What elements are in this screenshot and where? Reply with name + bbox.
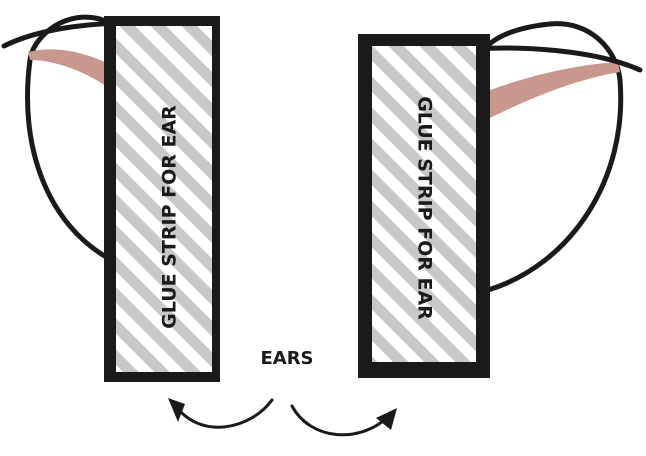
left-ear: GLUE STRIP FOR EAR (4, 16, 220, 382)
left-arrow-icon (168, 398, 272, 427)
ears-label: EARS (260, 348, 313, 369)
right-ear: GLUE STRIP FOR EAR (358, 24, 640, 378)
left-glue-strip-label: GLUE STRIP FOR EAR (159, 105, 181, 329)
right-glue-strip-label: GLUE STRIP FOR EAR (414, 96, 436, 320)
right-inner-ear (474, 62, 620, 126)
right-arrow-icon (292, 406, 397, 435)
